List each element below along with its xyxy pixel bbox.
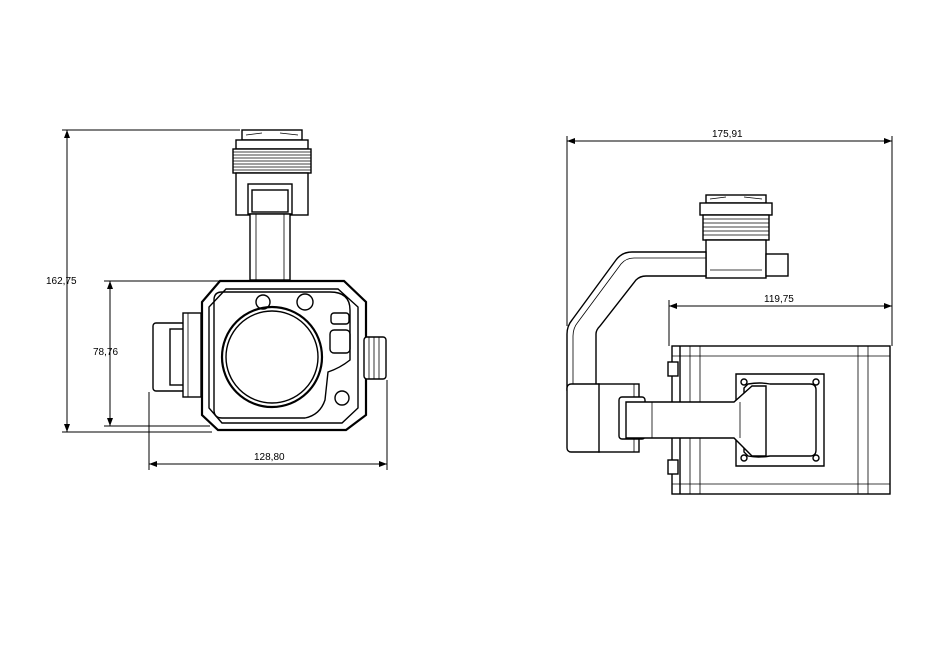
side-view: 175,91 119,75 [566,129,893,495]
dim-front-width: 128,80 [254,452,285,463]
dim-height-total: 162,75 [46,276,77,287]
front-right-motor [363,336,387,380]
dim-side-total: 175,91 [712,129,743,140]
front-left-motor [152,312,202,398]
side-yoke [625,385,767,457]
front-view: 162,75 78,76 128,80 [46,129,388,470]
side-dimensions [566,136,893,346]
front-camera-body [200,279,368,432]
dim-side-camera-depth: 119,75 [764,294,794,305]
side-motor [566,383,646,453]
dim-camera-height: 78,76 [93,347,118,358]
front-dimensions [62,129,388,470]
side-mount [699,194,789,279]
front-mount [232,129,312,281]
